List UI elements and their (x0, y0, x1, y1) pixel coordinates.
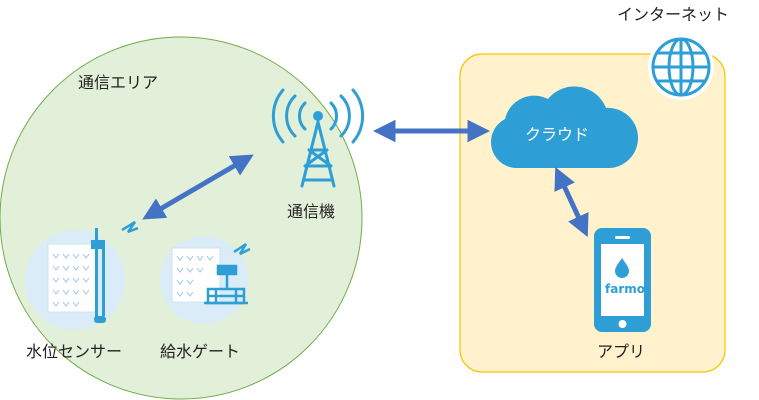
arrow-cloud-app (554, 166, 589, 238)
internet-label: インターネット (617, 5, 730, 24)
app-label: アプリ (597, 342, 646, 361)
communication-area-label: 通信エリア (78, 73, 159, 92)
water-gate-icon (160, 236, 248, 324)
app-logo-text: farmo (605, 282, 645, 296)
water-gate-label: 給水ゲート (160, 342, 241, 361)
antenna-label: 通信機 (287, 202, 336, 221)
antenna-icon (271, 88, 365, 188)
cloud-label: クラウド (525, 125, 590, 144)
signal-icon (121, 220, 139, 234)
cloud-icon (490, 86, 639, 168)
water-sensor-label: 水位センサー (26, 342, 123, 361)
smartphone-icon (594, 228, 651, 332)
globe-icon (648, 34, 714, 100)
signal-icon (233, 242, 251, 256)
water-level-sensor-icon (25, 228, 125, 330)
arrow-sensor-antenna (142, 154, 254, 220)
